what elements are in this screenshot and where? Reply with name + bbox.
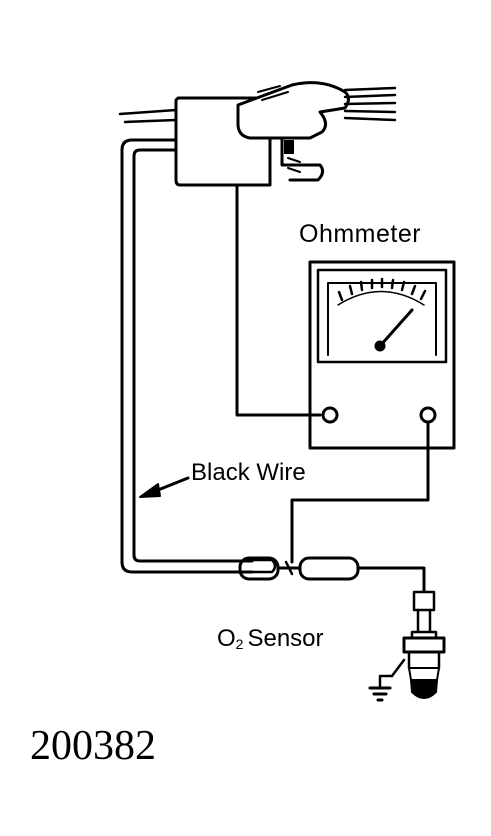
test-lead-left bbox=[235, 183, 322, 417]
o2-sensor-word: Sensor bbox=[247, 625, 324, 652]
sensor-connector-icon bbox=[238, 556, 360, 581]
ohmmeter-label: Ohmmeter bbox=[299, 220, 422, 248]
test-lead-right bbox=[290, 420, 430, 564]
harness-connector-icon bbox=[118, 81, 397, 187]
ohmmeter-icon bbox=[308, 260, 456, 450]
o2-sensor-letter: O bbox=[217, 625, 236, 652]
black-wire-label: Black Wire bbox=[191, 459, 306, 486]
sensor-lead bbox=[356, 566, 426, 592]
black-wire-arrow-icon bbox=[139, 476, 190, 498]
ground-symbol-icon bbox=[368, 674, 394, 702]
o2-sensor-subscript: 2 bbox=[235, 636, 244, 652]
black-wire bbox=[120, 138, 254, 574]
figure-number: 200382 bbox=[30, 723, 156, 769]
o2-sensor-icon bbox=[390, 590, 446, 699]
